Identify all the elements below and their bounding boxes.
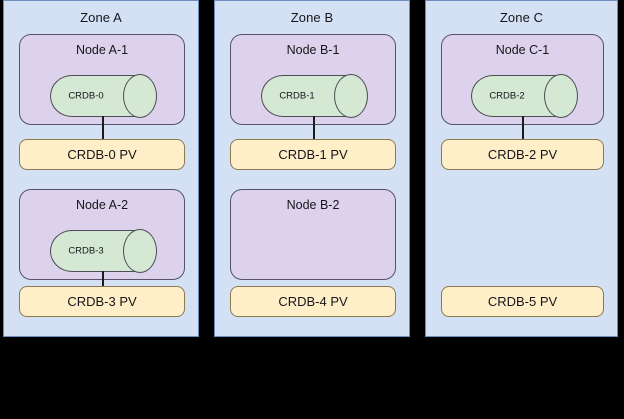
node-a-2-title: Node A-2 (75, 198, 129, 212)
pod-crdb-1-label: CRDB-1 (279, 90, 315, 102)
node-c-1-title: Node C-1 (495, 43, 550, 57)
zone-b-panel: Zone B Node B-1 CRDB-1 CRDB-1 PV Node B-… (214, 0, 410, 337)
pod-crdb-2: CRDB-2 (471, 74, 578, 118)
node-b-2-title: Node B-2 (286, 198, 340, 212)
pv-crdb-5: CRDB-5 PV (441, 286, 604, 317)
pod-crdb-2-label: CRDB-2 (489, 90, 525, 102)
pod-crdb-1-cap (334, 74, 368, 118)
node-a-2: Node A-2 CRDB-3 (19, 189, 185, 280)
node-a-1: Node A-1 CRDB-0 (19, 34, 185, 125)
zone-a-panel: Zone A Node A-1 CRDB-0 CRDB-0 PV Node A-… (3, 0, 199, 337)
zone-b-title: Zone B (290, 10, 334, 25)
pod-crdb-1: CRDB-1 (261, 74, 368, 118)
node-b-1-title: Node B-1 (286, 43, 340, 57)
pv-crdb-1: CRDB-1 PV (230, 139, 396, 170)
pod-crdb-0-label: CRDB-0 (68, 90, 104, 102)
zone-a-title: Zone A (80, 10, 122, 25)
connector-crdb-1-to-pv (313, 116, 315, 139)
node-b-2: Node B-2 (230, 189, 396, 280)
pod-crdb-3-cap (123, 229, 157, 273)
pod-crdb-0: CRDB-0 (50, 74, 157, 118)
connector-crdb-0-to-pv (102, 116, 104, 139)
pv-crdb-0: CRDB-0 PV (19, 139, 185, 170)
node-a-1-title: Node A-1 (75, 43, 129, 57)
pod-crdb-2-cap (544, 74, 578, 118)
connector-crdb-3-to-pv (102, 271, 104, 294)
connector-crdb-2-to-pv (522, 116, 524, 139)
node-c-1: Node C-1 CRDB-2 (441, 34, 604, 125)
pod-crdb-0-cap (123, 74, 157, 118)
pod-crdb-3-label: CRDB-3 (68, 245, 104, 257)
pv-crdb-2: CRDB-2 PV (441, 139, 604, 170)
zone-c-title: Zone C (499, 10, 544, 25)
node-b-1: Node B-1 CRDB-1 (230, 34, 396, 125)
pv-crdb-3: CRDB-3 PV (19, 286, 185, 317)
pv-crdb-4: CRDB-4 PV (230, 286, 396, 317)
pod-crdb-3: CRDB-3 (50, 229, 157, 273)
zone-c-panel: Zone C Node C-1 CRDB-2 CRDB-2 PV CRDB-5 … (425, 0, 618, 337)
